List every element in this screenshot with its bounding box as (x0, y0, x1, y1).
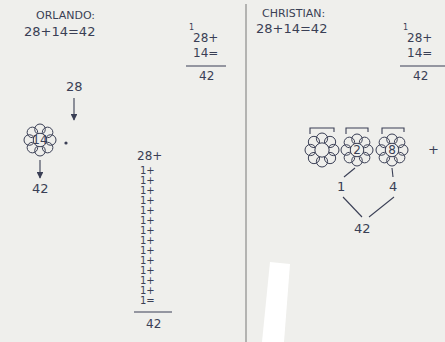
handwritten-text: 1= (140, 296, 155, 306)
handwritten-text: 1+ (140, 236, 155, 246)
leader-line (343, 197, 362, 217)
leader-line (310, 128, 334, 134)
flower-center (33, 133, 46, 146)
leader-line (400, 65, 445, 66)
leader-line (73, 98, 74, 120)
handwritten-text: 1+ (140, 186, 155, 196)
handwritten-text: 14= (193, 47, 218, 59)
handwritten-text: 1+ (140, 286, 155, 296)
flower-center (350, 143, 363, 156)
handwritten-text: 28+ (407, 32, 432, 44)
handwritten-text: CHRISTIAN: (262, 8, 325, 19)
flower-drawing (305, 133, 339, 167)
handwritten-text: ORLANDO: (36, 10, 95, 21)
handwritten-text: 1+ (140, 206, 155, 216)
handwritten-text: 28+ (137, 150, 162, 162)
flower-number: 14 (32, 134, 47, 146)
flower-shape: 14 (23, 123, 57, 157)
handwritten-text: 42 (146, 318, 161, 330)
handwritten-text: 42 (32, 182, 49, 195)
leader-line (39, 160, 40, 178)
handwritten-text: 28+ (193, 32, 218, 44)
flower-petals (376, 134, 408, 166)
handwritten-text: 28+14=42 (24, 25, 95, 38)
flower-shape: 8 (375, 133, 409, 167)
paper-strip (262, 262, 290, 342)
handwritten-text: + (428, 143, 439, 156)
handwritten-text: 28+14=42 (256, 22, 327, 35)
flower-petals (24, 124, 56, 156)
handwritten-text: 42 (413, 70, 428, 82)
handwritten-text: 1 (337, 180, 345, 193)
leader-line (369, 197, 394, 217)
flower-number: 2 (353, 144, 361, 156)
handwritten-text: 42 (199, 70, 214, 82)
flower-drawing (376, 134, 408, 166)
handwritten-text: 42 (354, 222, 371, 235)
handwritten-text: 1+ (140, 166, 155, 176)
leader-line (134, 311, 172, 312)
flower-number: 8 (388, 144, 396, 156)
handwritten-text: 1+ (140, 196, 155, 206)
handwritten-text: 28 (66, 80, 83, 93)
handwritten-text: 1+ (140, 266, 155, 276)
flower-drawing (341, 134, 373, 166)
handwritten-text: 4 (389, 180, 397, 193)
leader-line (346, 128, 368, 134)
handwritten-text: 1+ (140, 176, 155, 186)
flower-center (385, 143, 398, 156)
ink-dot (64, 141, 67, 144)
divider-line (245, 4, 246, 342)
handwritten-text: 1 (403, 24, 408, 32)
handwritten-text: 1+ (140, 216, 155, 226)
handwritten-text: 1+ (140, 246, 155, 256)
handwritten-text: 14= (407, 47, 432, 59)
leader-line (392, 168, 393, 177)
flower-drawing (24, 124, 56, 156)
flower-center (315, 143, 329, 157)
handwritten-text: 1+ (140, 256, 155, 266)
flower-petals (341, 134, 373, 166)
leader-line (186, 65, 226, 66)
leader-line (344, 168, 355, 177)
leader-line (382, 128, 404, 134)
handwritten-text: 1 (189, 24, 194, 32)
handwritten-text: 1+ (140, 226, 155, 236)
handwritten-text: 1+ (140, 276, 155, 286)
flower-petals (305, 133, 339, 167)
flower-shape: 2 (340, 133, 374, 167)
